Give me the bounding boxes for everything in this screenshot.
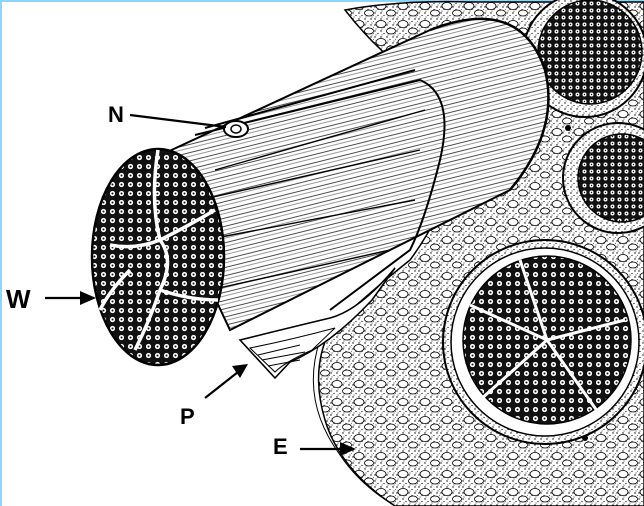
label-n: N: [108, 104, 124, 126]
leader-n: [130, 115, 226, 127]
leader-w: [45, 291, 96, 305]
label-w: W: [6, 286, 31, 312]
leader-p: [205, 364, 248, 398]
label-p: P: [180, 406, 195, 428]
label-e: E: [273, 436, 288, 458]
trunk-cross-section: [92, 149, 224, 365]
